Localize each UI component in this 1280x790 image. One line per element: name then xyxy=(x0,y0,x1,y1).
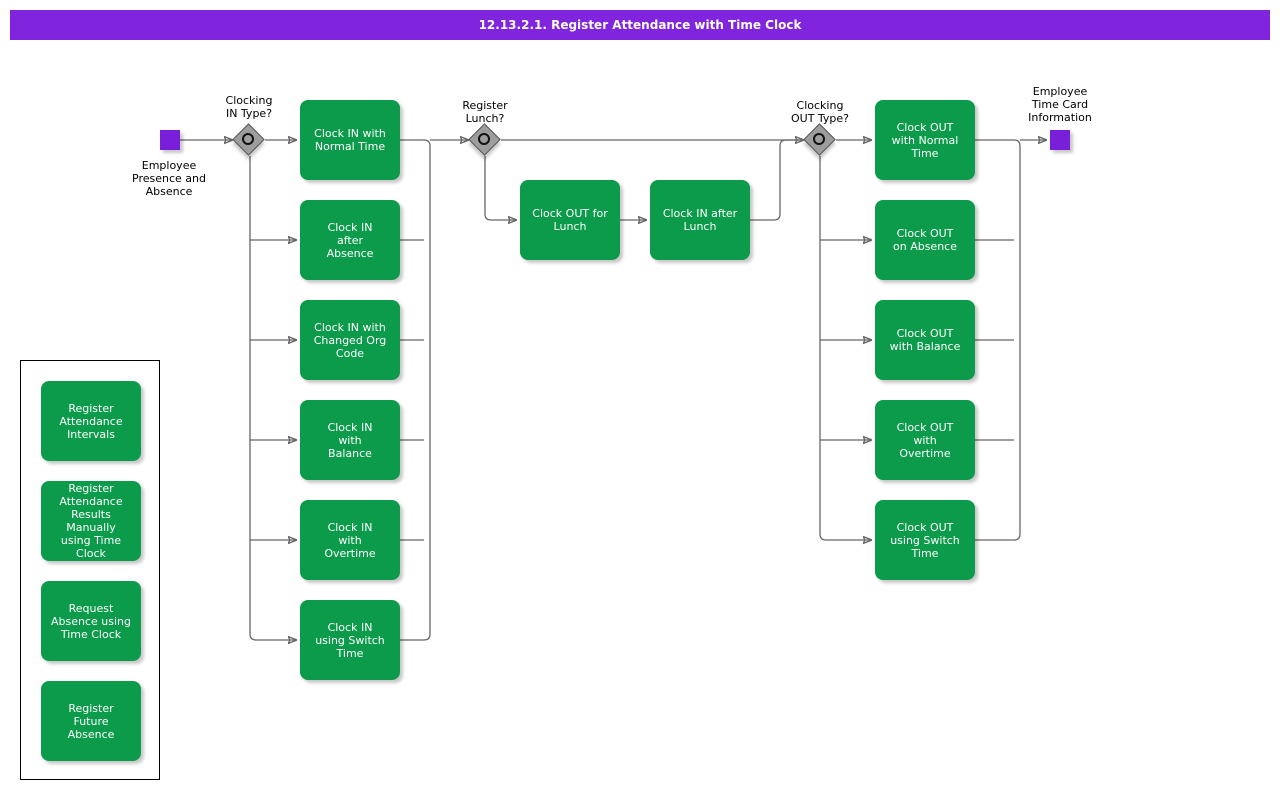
legend-register-attendance-intervals[interactable]: Register Attendance Intervals xyxy=(41,381,141,461)
task-clock-out-for-lunch[interactable]: Clock OUT for Lunch xyxy=(520,180,620,260)
task-clock-in-after-lunch[interactable]: Clock IN after Lunch xyxy=(650,180,750,260)
task-clock-in-with-overtime[interactable]: Clock IN with Overtime xyxy=(300,500,400,580)
task-label: Clock OUT with Balance xyxy=(889,327,961,353)
task-clock-out-normal-time[interactable]: Clock OUT with Normal Time xyxy=(875,100,975,180)
task-label: Clock IN with Normal Time xyxy=(314,127,386,153)
gateway-register-lunch[interactable] xyxy=(468,123,501,156)
task-label: Clock OUT with Normal Time xyxy=(891,120,959,160)
end-event-icon[interactable] xyxy=(1050,130,1070,150)
end-event-label: Employee Time Card Information xyxy=(1028,85,1092,124)
task-clock-out-with-balance[interactable]: Clock OUT with Balance xyxy=(875,300,975,380)
gateway-clocking-in-type[interactable] xyxy=(232,123,265,156)
task-clock-in-normal-time[interactable]: Clock IN with Normal Time xyxy=(300,100,400,180)
task-label: Clock OUT using Switch Time xyxy=(890,520,960,560)
legend-register-attendance-results-manually[interactable]: Register Attendance Results Manually usi… xyxy=(41,481,141,561)
task-clock-in-changed-org-code[interactable]: Clock IN with Changed Org Code xyxy=(300,300,400,380)
task-label: Clock OUT on Absence xyxy=(893,227,957,253)
start-event-icon[interactable] xyxy=(160,130,180,150)
task-label: Request Absence using Time Clock xyxy=(50,601,131,641)
task-clock-out-using-switch-time[interactable]: Clock OUT using Switch Time xyxy=(875,500,975,580)
legend-panel: Register Attendance Intervals Register A… xyxy=(20,360,160,780)
page-title: 12.13.2.1. Register Attendance with Time… xyxy=(478,18,802,32)
gateway-clocking-out-type-label: Clocking OUT Type? xyxy=(790,99,850,125)
start-event-label: Employee Presence and Absence xyxy=(132,159,206,198)
task-clock-out-on-absence[interactable]: Clock OUT on Absence xyxy=(875,200,975,280)
task-label: Clock IN after Absence xyxy=(326,220,374,260)
task-label: Register Attendance Results Manually usi… xyxy=(59,482,123,560)
task-label: Clock IN with Overtime xyxy=(324,520,376,560)
page-title-banner: 12.13.2.1. Register Attendance with Time… xyxy=(10,10,1270,40)
inclusive-gateway-ring-icon xyxy=(478,133,490,145)
task-label: Clock IN using Switch Time xyxy=(315,620,385,660)
task-clock-in-with-balance[interactable]: Clock IN with Balance xyxy=(300,400,400,480)
task-label: Clock IN after Lunch xyxy=(662,207,738,233)
gateway-clocking-out-type[interactable] xyxy=(803,123,836,156)
legend-register-future-absence[interactable]: Register Future Absence xyxy=(41,681,141,761)
inclusive-gateway-ring-icon xyxy=(242,133,254,145)
task-label: Clock OUT for Lunch xyxy=(532,207,608,233)
gateway-clocking-in-type-label: Clocking IN Type? xyxy=(225,94,273,120)
inclusive-gateway-ring-icon xyxy=(813,133,825,145)
task-clock-out-with-overtime[interactable]: Clock OUT with Overtime xyxy=(875,400,975,480)
task-label: Clock IN with Changed Org Code xyxy=(313,320,387,360)
task-label: Register Attendance Intervals xyxy=(59,401,123,441)
gateway-register-lunch-label: Register Lunch? xyxy=(462,99,508,125)
task-clock-in-after-absence[interactable]: Clock IN after Absence xyxy=(300,200,400,280)
task-label: Clock IN with Balance xyxy=(327,420,373,460)
task-clock-in-using-switch-time[interactable]: Clock IN using Switch Time xyxy=(300,600,400,680)
legend-request-absence-using-time-clock[interactable]: Request Absence using Time Clock xyxy=(41,581,141,661)
task-label: Clock OUT with Overtime xyxy=(896,420,954,460)
task-label: Register Future Absence xyxy=(67,701,115,741)
